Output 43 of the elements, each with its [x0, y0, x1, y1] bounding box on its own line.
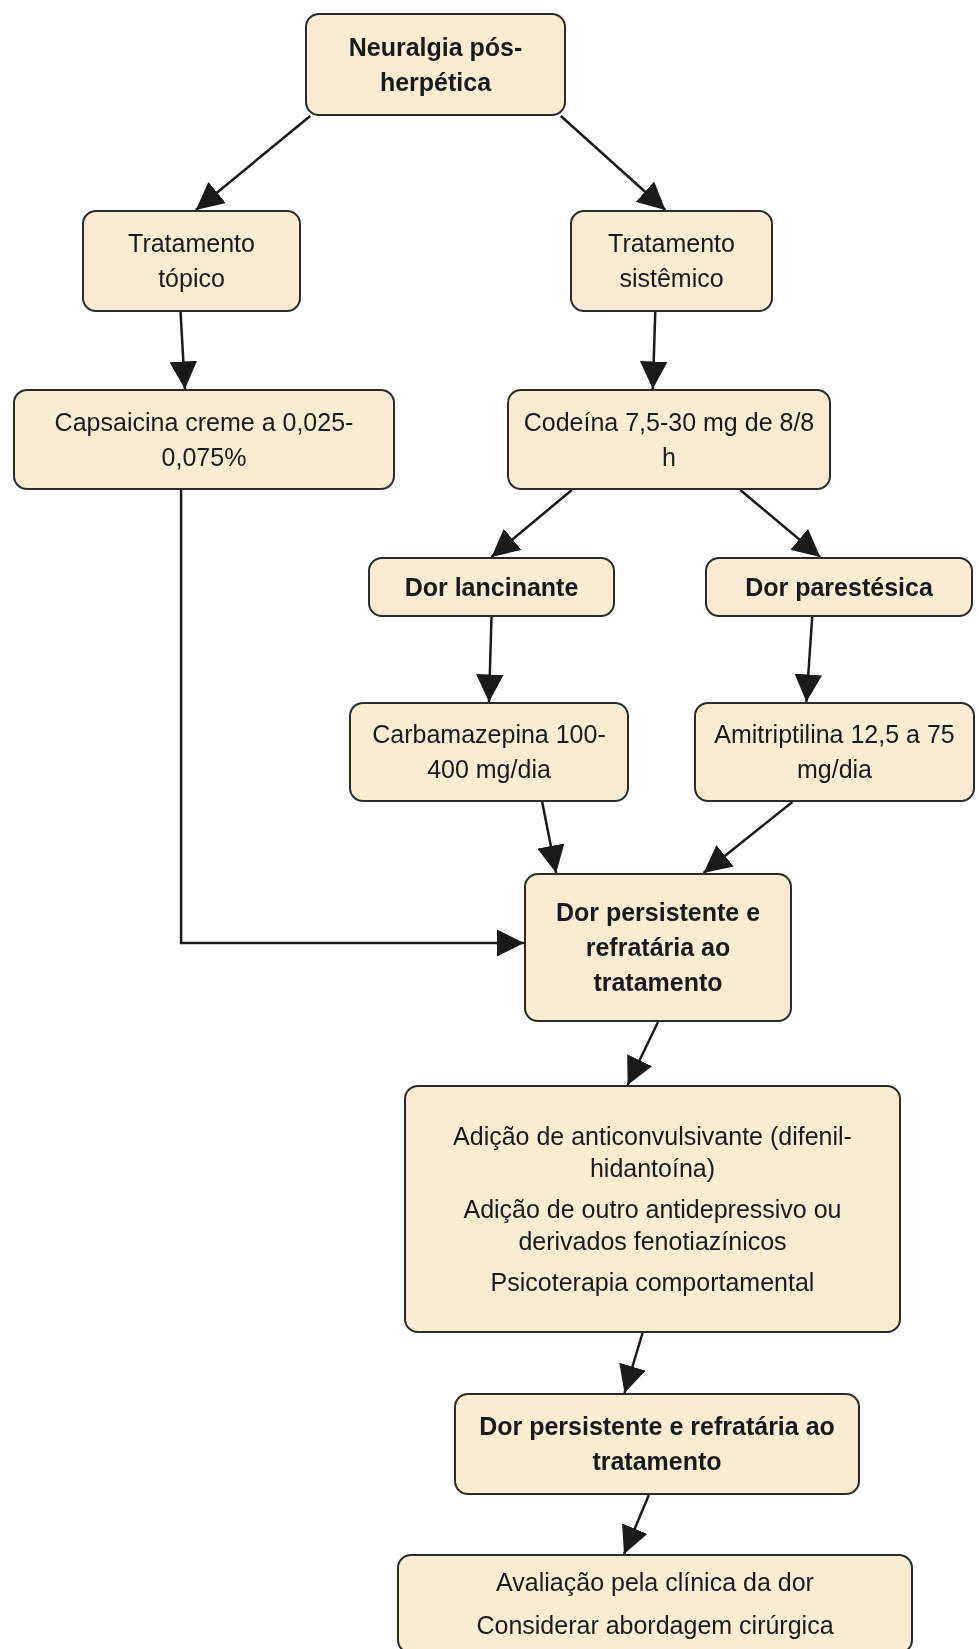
arrow — [619, 1332, 646, 1394]
arrow — [537, 801, 565, 874]
process-box — [368, 557, 615, 617]
box-text: Tratamento tópico — [127, 228, 256, 294]
box-text: Adição de outro antidepressivo ou derivados fenotiazínicos — [462, 1193, 843, 1258]
process-box — [524, 873, 792, 1022]
process-box — [507, 389, 831, 490]
process-box — [705, 557, 973, 617]
box-text: Amitriptilina 12,5 a 75 mg/dia — [713, 719, 956, 785]
arrow — [195, 115, 311, 211]
arrow — [639, 311, 668, 390]
box-text: Dor persistente e refratária ao tratamento — [478, 1411, 836, 1477]
box-text: Psicoterapia comportamental — [490, 1266, 815, 1298]
arrow — [794, 616, 822, 703]
box-text: Tratamento sistêmico — [607, 228, 736, 294]
arrow — [179, 490, 524, 957]
arrow — [169, 311, 198, 390]
process-box — [454, 1393, 860, 1495]
process-box — [404, 1085, 901, 1333]
process-box — [305, 13, 566, 116]
box-text: Dor parestésica — [745, 571, 933, 603]
arrow — [559, 115, 667, 211]
arrow — [622, 1494, 651, 1555]
arrow — [490, 489, 573, 558]
process-box — [570, 210, 773, 312]
process-box — [694, 702, 975, 802]
box-text: Dor persistente e refratária ao tratamento — [554, 897, 762, 998]
arrow — [702, 801, 794, 874]
box-text: Adição de anticonvulsivante (difenil-hidantoína) — [452, 1120, 853, 1185]
box-text: Avaliação pela clínica da dor — [496, 1567, 814, 1598]
arrow — [626, 1021, 660, 1086]
box-text: Carbamazepina 100-400 mg/dia — [371, 719, 607, 785]
box-text: Dor lancinante — [404, 571, 579, 603]
process-box — [349, 702, 629, 802]
arrow — [476, 616, 504, 703]
process-box — [82, 210, 301, 312]
process-box — [397, 1554, 913, 1649]
arrow — [739, 489, 822, 558]
box-text: Codeína 7,5-30 mg de 8/8 h — [522, 406, 816, 473]
box-text: Capsaicina creme a 0,025-0,075% — [53, 406, 355, 473]
process-box — [13, 389, 395, 490]
box-text: Considerar abordagem cirúrgica — [476, 1610, 834, 1641]
box-text: Neuralgia pós-herpética — [347, 31, 524, 98]
